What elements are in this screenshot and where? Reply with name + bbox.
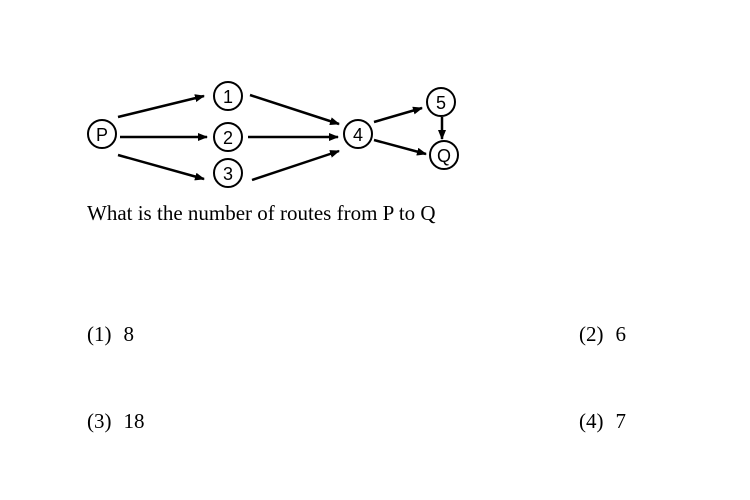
option-2[interactable]: (2) 6 <box>579 322 626 347</box>
node-2: 2 <box>213 122 243 152</box>
route-diagram: P 1 2 3 4 5 Q <box>87 81 459 188</box>
edge-p-to-1 <box>117 94 205 119</box>
node-2-label: 2 <box>223 128 233 148</box>
option-1-value: 8 <box>123 322 135 346</box>
option-3-value: 18 <box>123 409 145 433</box>
node-p: P <box>87 119 117 149</box>
node-5: 5 <box>426 87 456 117</box>
option-1-number: (1) <box>87 322 112 346</box>
edge-p-to-3 <box>117 153 205 181</box>
question-text: What is the number of routes from P to Q <box>87 201 436 225</box>
option-3-number: (3) <box>87 409 112 433</box>
edge-1-to-4 <box>249 93 340 126</box>
option-4-number: (4) <box>579 409 604 433</box>
option-3[interactable]: (3) 18 <box>87 409 145 434</box>
edge-3-to-4 <box>251 149 340 182</box>
option-4[interactable]: (4) 7 <box>579 409 626 434</box>
option-1[interactable]: (1) 8 <box>87 322 134 347</box>
node-5-label: 5 <box>436 93 446 113</box>
option-2-number: (2) <box>579 322 604 346</box>
node-1-label: 1 <box>223 87 233 107</box>
node-4-label: 4 <box>353 125 363 145</box>
node-3-label: 3 <box>223 164 233 184</box>
edge-4-to-q <box>373 138 427 156</box>
node-4: 4 <box>343 119 373 149</box>
node-p-label: P <box>96 125 108 145</box>
node-q-label: Q <box>437 146 451 166</box>
node-q: Q <box>429 140 459 170</box>
edge-4-to-5 <box>373 106 423 124</box>
node-1: 1 <box>213 81 243 111</box>
node-3: 3 <box>213 158 243 188</box>
option-2-value: 6 <box>615 322 627 346</box>
option-4-value: 7 <box>615 409 627 433</box>
